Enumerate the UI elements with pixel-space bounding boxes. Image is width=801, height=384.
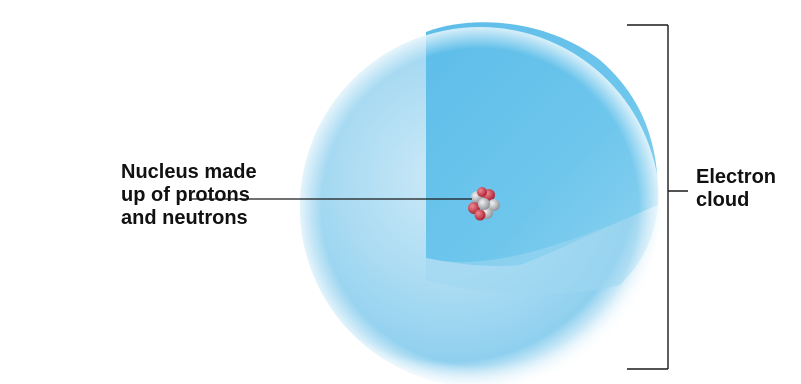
electron-cloud-label: Electron cloud [696,166,776,212]
nucleus-label: Nucleus made up of protons and neutrons [121,161,257,230]
